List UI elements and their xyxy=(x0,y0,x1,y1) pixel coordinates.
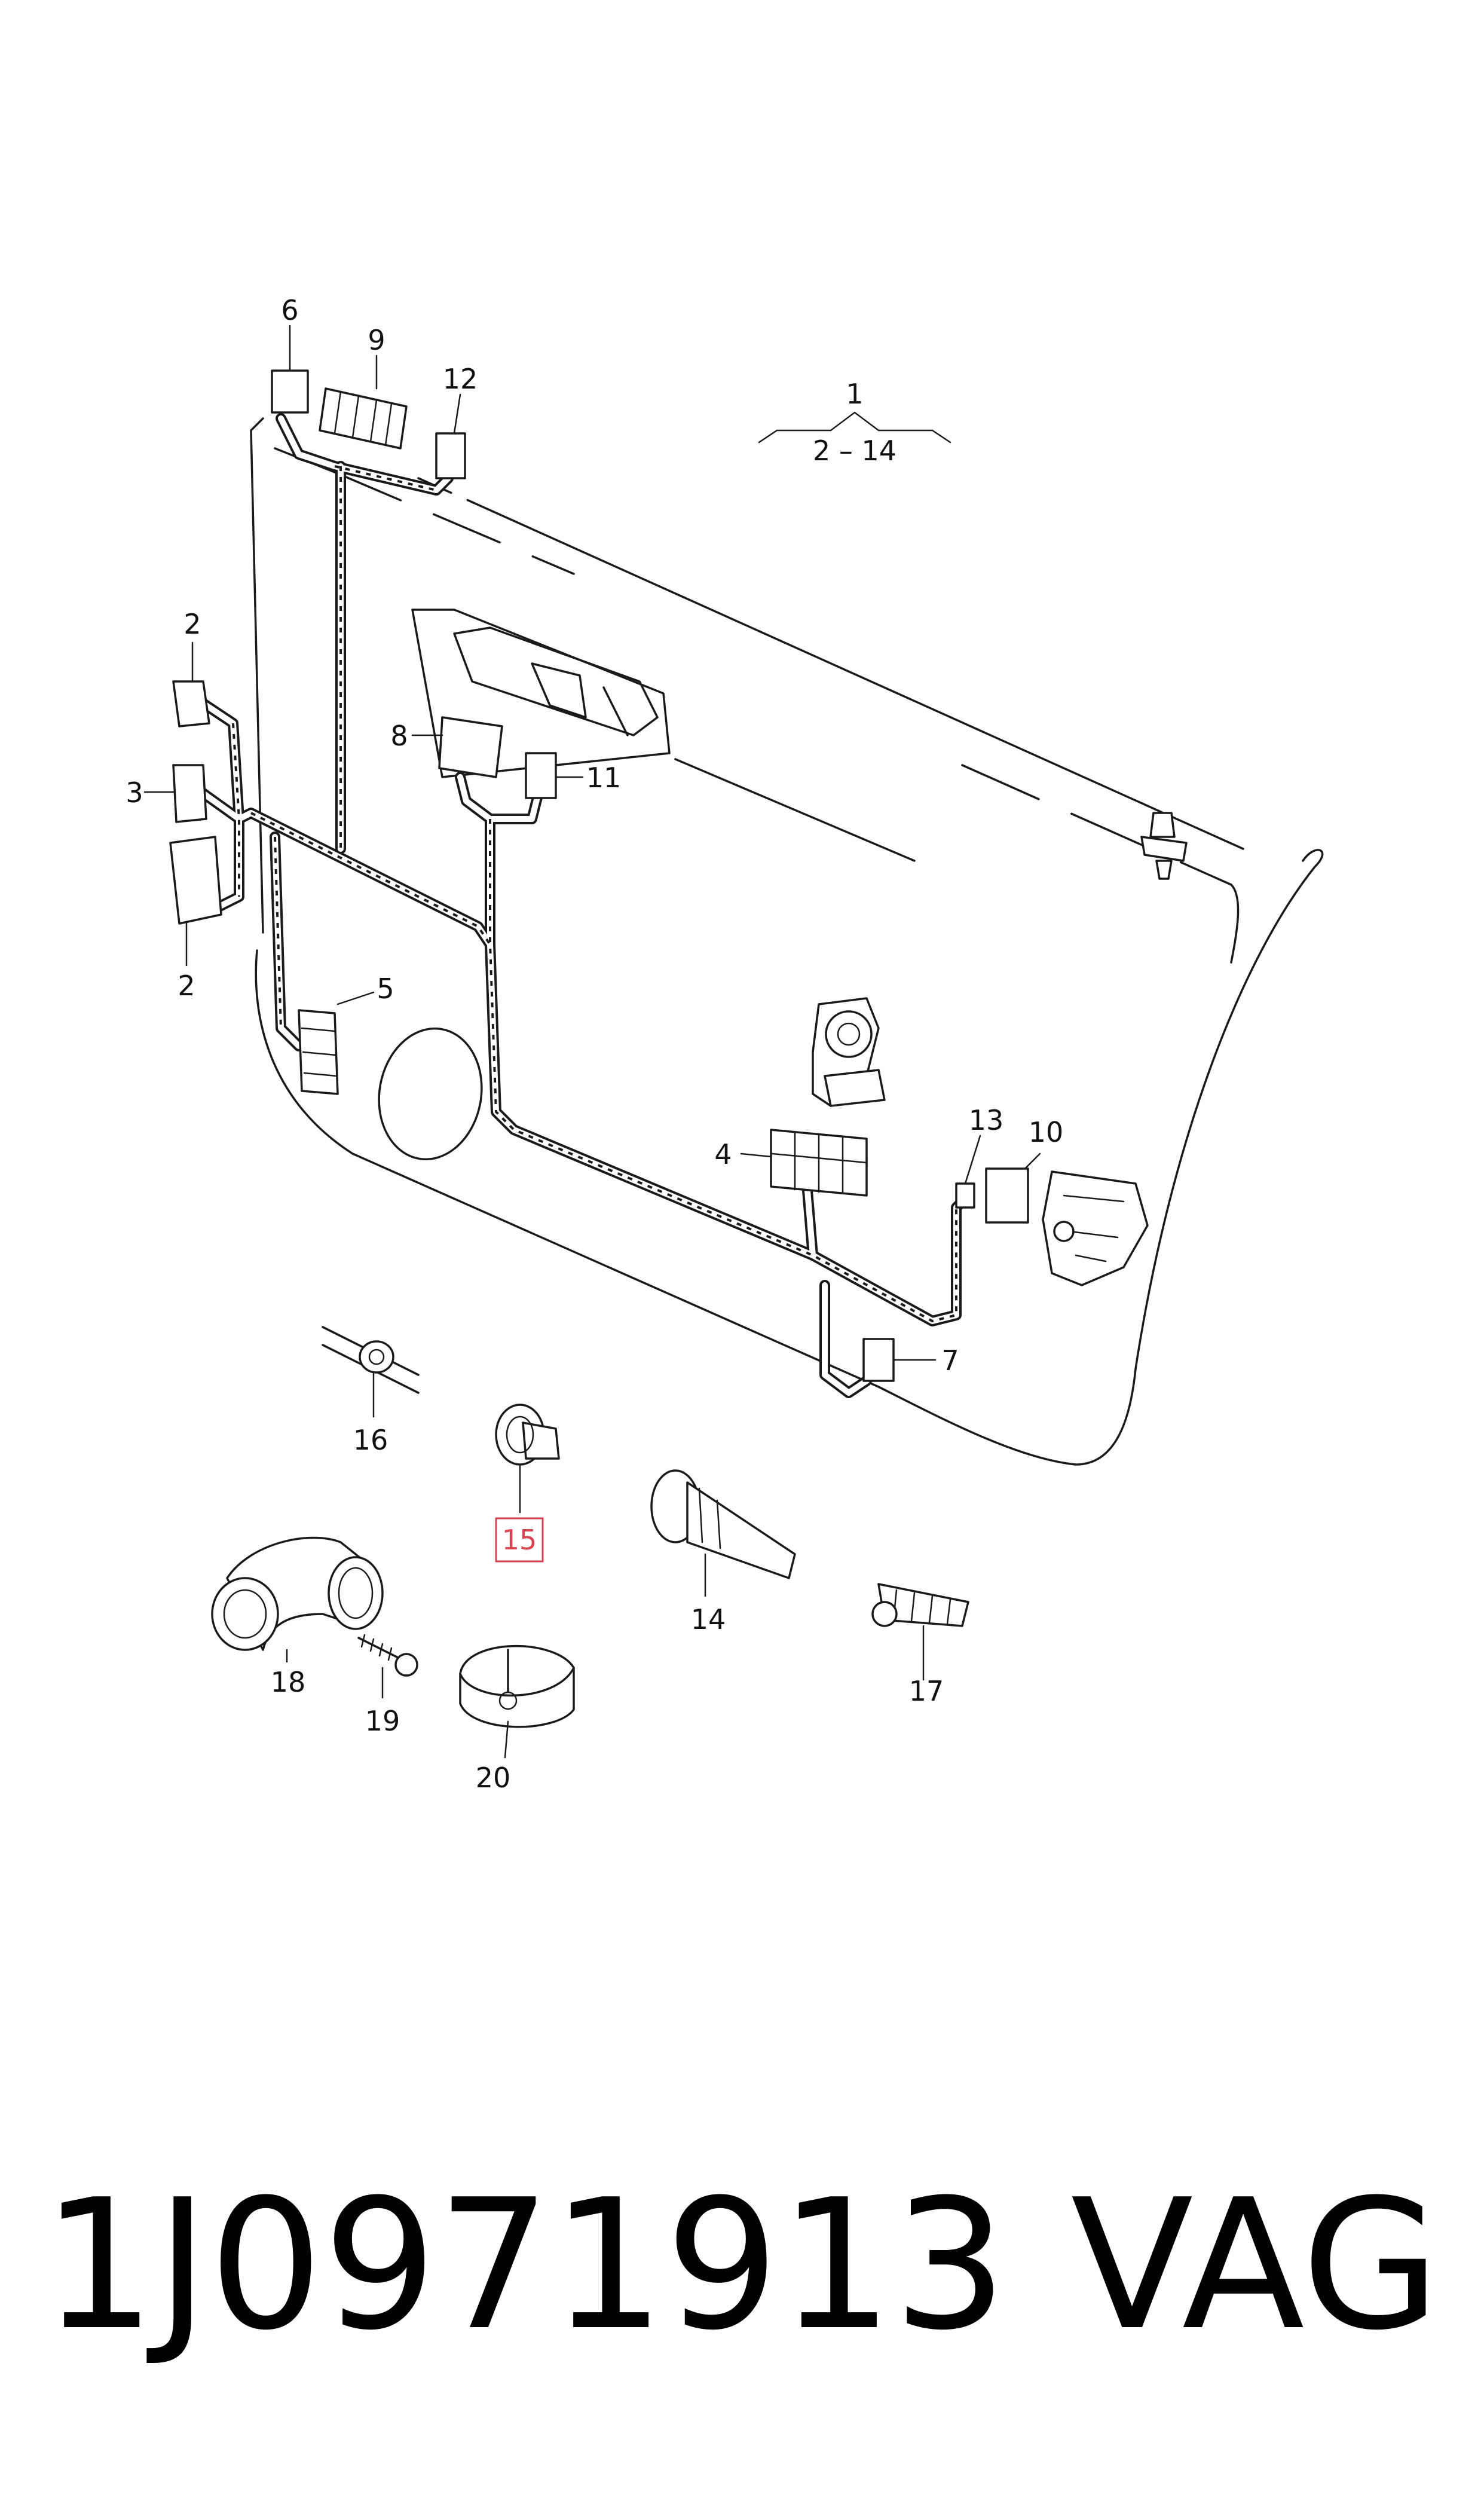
connector-6 xyxy=(271,369,309,414)
callout-16: 16 xyxy=(353,1424,388,1456)
callout-2-lower: 2 xyxy=(178,970,195,1002)
part-number: 1J0971913 xyxy=(42,2161,1008,2370)
callout-4: 4 xyxy=(714,1138,732,1170)
callout-19: 19 xyxy=(365,1705,400,1737)
connector-13 xyxy=(955,1182,975,1209)
callout-3: 3 xyxy=(126,776,143,809)
part-18-duct-sleeve xyxy=(211,1536,384,1651)
connector-2-upper xyxy=(172,680,210,727)
connector-9 xyxy=(319,387,408,450)
callout-13: 13 xyxy=(969,1104,1004,1136)
callout-20: 20 xyxy=(476,1762,511,1794)
callout-15-highlight-box xyxy=(495,1517,544,1563)
callout-7: 7 xyxy=(941,1344,959,1377)
callout-1-range: 2 – 14 xyxy=(813,435,896,467)
connector-12 xyxy=(435,432,466,479)
part-20-cap xyxy=(459,1644,575,1728)
callout-15: 15 xyxy=(502,1524,537,1556)
part-16-cable-clip xyxy=(322,1326,420,1394)
leader-lines xyxy=(143,325,1041,1759)
callout-10: 10 xyxy=(1029,1116,1064,1148)
callout-6: 6 xyxy=(281,294,298,326)
part-15-grommet xyxy=(495,1404,560,1466)
callout-5: 5 xyxy=(377,973,394,1005)
callout-14: 14 xyxy=(691,1603,726,1635)
connector-2-lower xyxy=(169,836,222,925)
callout-12: 12 xyxy=(443,363,478,395)
callout-8: 8 xyxy=(390,720,408,752)
footer-caption: 1J0971913 VAG xyxy=(42,2164,1440,2367)
callout-11: 11 xyxy=(586,762,622,794)
callout-17: 17 xyxy=(909,1675,944,1707)
connector-8 xyxy=(438,716,503,778)
brand-name: VAG xyxy=(1070,2161,1440,2370)
connector-10 xyxy=(985,1167,1029,1224)
wiring-harness xyxy=(192,413,974,1398)
part-19-screw xyxy=(357,1634,418,1677)
connector-11 xyxy=(525,752,557,799)
door-panel xyxy=(250,417,1324,1466)
connector-7 xyxy=(862,1338,895,1382)
window-motor xyxy=(812,997,886,1107)
callout-9: 9 xyxy=(368,324,385,356)
callout-1: 1 xyxy=(846,378,863,410)
callout-2-upper: 2 xyxy=(183,608,201,640)
connector-3 xyxy=(172,764,207,823)
part-14-cable-boot xyxy=(650,1469,796,1579)
door-lock-module xyxy=(1042,1170,1149,1286)
part-17-clip xyxy=(871,1583,969,1627)
callouts: 1 2 – 14 6 9 12 2 3 2 8 11 5 4 13 10 7 1… xyxy=(126,294,1063,1794)
connector-5 xyxy=(298,1009,339,1095)
callout-18: 18 xyxy=(271,1666,306,1698)
connector-4 xyxy=(770,1129,868,1197)
